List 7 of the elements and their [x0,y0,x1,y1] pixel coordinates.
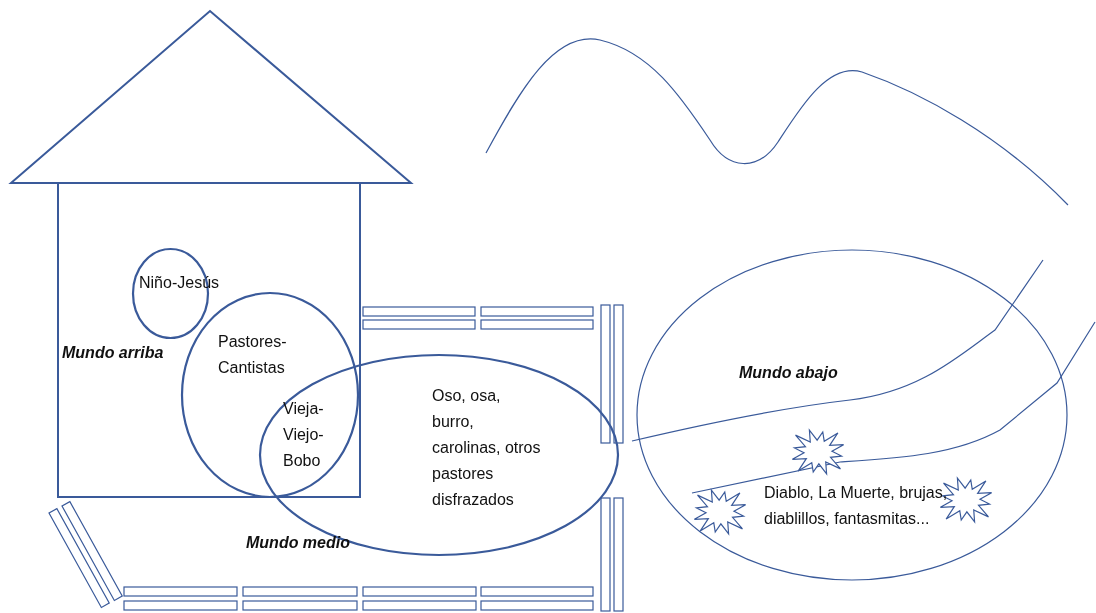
region-title: Mundo abajo [739,363,839,383]
character-label: Vieja-Viejo-Bobo [283,399,325,471]
region-title: Mundo arriba [62,343,165,363]
node-text: Diablo, La Muerte, brujas, diablillos, fantasmitas... [764,483,949,529]
node-text: Oso, osa, burro, carolinas, otros pastores disfrazados [432,386,542,510]
node-text: Pastores-Cantistas [218,332,288,378]
region-title: Mundo medio [246,533,351,553]
